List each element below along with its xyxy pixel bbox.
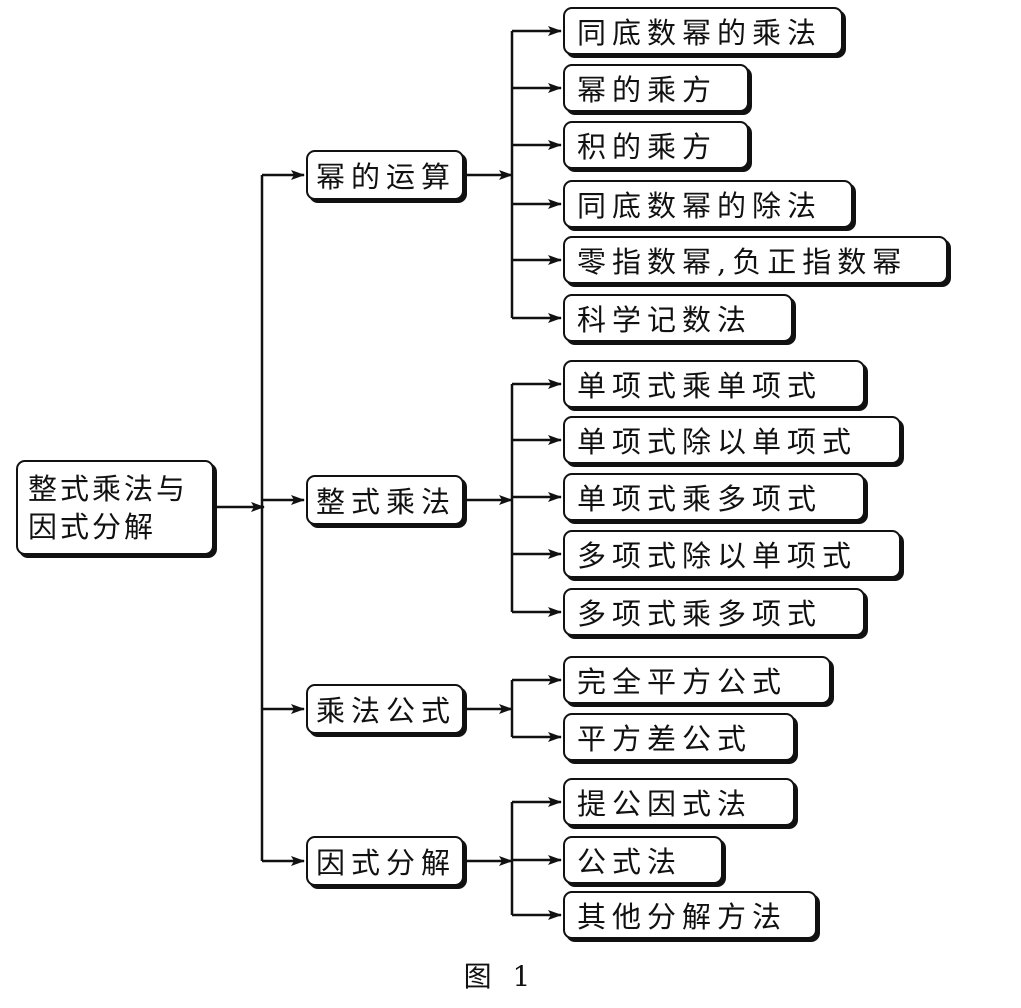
leaf-label: 公式法 [577,845,683,879]
leaf-label: 其他分解方法 [577,900,788,934]
leaf-label: 提公因式法 [577,787,753,821]
branch-label: 因式分解 [316,846,457,880]
branch-label: 整式乘法 [316,485,457,519]
leaf-label: 同底数幂的乘法 [577,16,823,50]
branch-label: 乘法公式 [316,694,457,728]
root-label-line2: 因式分解 [28,509,157,544]
branch-node: 乘法公式 [306,684,464,734]
root-label-line1: 整式乘法与 [28,471,189,506]
leaf-node: 平方差公式 [563,713,795,761]
branch-node: 整式乘法 [306,475,464,525]
leaf-label: 同底数幂的除法 [577,189,823,223]
leaf-node: 公式法 [563,836,723,884]
figure-caption: 图 1 [463,960,537,993]
leaf-node: 积的乘方 [563,121,749,169]
leaf-node: 单项式除以单项式 [563,416,901,464]
leaf-node: 单项式乘单项式 [563,360,865,408]
leaf-label: 多项式除以单项式 [577,539,858,573]
leaf-node: 多项式乘多项式 [563,588,865,636]
leaf-label: 积的乘方 [577,130,718,164]
leaf-label: 平方差公式 [577,722,753,756]
root-node: 整式乘法与 因式分解 [16,460,214,555]
leaf-label: 单项式乘单项式 [577,369,823,403]
leaf-label: 幂的乘方 [577,73,718,107]
leaf-node: 幂的乘方 [563,64,749,112]
leaf-label: 完全平方公式 [577,665,788,699]
leaf-node: 零指数幂,负正指数幂 [563,236,948,284]
branch-node: 幂的运算 [306,150,464,200]
leaf-node: 其他分解方法 [563,891,817,939]
leaf-node: 同底数幂的除法 [563,180,853,228]
leaf-label: 单项式除以单项式 [577,425,858,459]
leaf-node: 多项式除以单项式 [563,530,901,578]
leaf-label: 多项式乘多项式 [577,597,823,631]
branch-node: 因式分解 [306,836,464,886]
leaf-node: 完全平方公式 [563,656,831,704]
leaf-node: 单项式乘多项式 [563,473,865,521]
branch-label: 幂的运算 [316,160,457,194]
leaf-node: 同底数幂的乘法 [563,7,843,55]
leaf-label: 科学记数法 [577,303,753,337]
leaf-node: 科学记数法 [563,294,793,342]
leaf-label: 单项式乘多项式 [577,482,823,516]
leaf-node: 提公因式法 [563,778,795,826]
leaf-label: 零指数幂,负正指数幂 [577,245,908,279]
